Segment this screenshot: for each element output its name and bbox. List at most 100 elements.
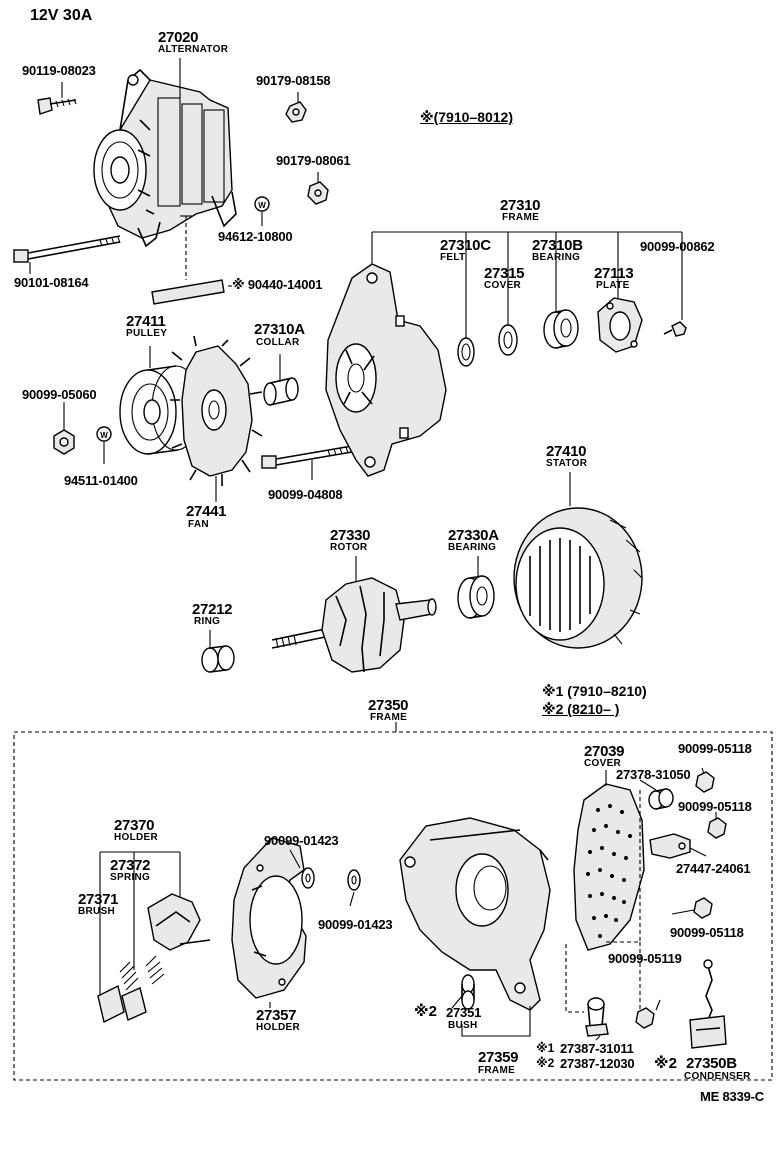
pulley-drawing [119, 365, 201, 455]
part-number-27371: 27371 [78, 891, 119, 908]
part-number-27387-31011: 27387-31011 [560, 1041, 634, 1056]
washer-90099-01423-b [347, 869, 361, 891]
part-name-holder-27357: HOLDER [256, 1022, 301, 1033]
mark-27387-31011: ※1 [536, 1041, 555, 1055]
cap-27378-31050 [648, 788, 674, 810]
part-number-27310c: 27310C [440, 237, 491, 254]
part-name-ring: RING [194, 616, 221, 627]
felt-drawing [457, 337, 475, 367]
mark-27351: ※2 [414, 1003, 437, 1020]
cover-27039-drawing [573, 783, 645, 951]
part-name-cover-27315: COVER [484, 280, 522, 291]
part-number-27350: 27350 [368, 697, 409, 714]
part-number-27441: 27441 [186, 503, 227, 520]
part-number-90099-01423-b: 90099-01423 [318, 917, 393, 932]
front-frame-drawing [325, 263, 447, 477]
part-name-alternator: ALTERNATOR [158, 44, 229, 55]
range-note-main: ※(7910–8012) [420, 109, 514, 125]
mark-27387-12030: ※2 [536, 1056, 555, 1070]
part-name-bearing-27330a: BEARING [448, 542, 497, 553]
part-name-condenser: CONDENSER [684, 1071, 751, 1082]
bush-drawing [461, 974, 475, 1010]
part-number-94511-01400: 94511-01400 [64, 473, 138, 488]
part-number-27447-24061: 27447-24061 [676, 861, 751, 876]
diagram-code: ME 8339-C [700, 1089, 764, 1104]
fan-drawing [170, 335, 263, 486]
part-number-90099-05118-b: 90099-05118 [678, 799, 752, 814]
svg-text:W: W [100, 431, 108, 440]
part-name-rotor: ROTOR [330, 542, 368, 553]
part-name-pulley: PULLEY [126, 328, 168, 339]
terminal-bolt-27387 [585, 997, 609, 1037]
part-number-90440-14001: ※ 90440-14001 [232, 277, 323, 292]
part-name-brush: BRUSH [78, 906, 116, 917]
bolt-90119-08023 [37, 97, 77, 115]
part-name-felt: FELT [440, 252, 466, 263]
rotor-drawing [271, 577, 437, 673]
part-number-90099-05118-a: 90099-05118 [678, 741, 752, 756]
part-number-27359: 27359 [478, 1049, 519, 1066]
part-number-90099-00862: 90099-00862 [640, 239, 715, 254]
part-number-27372: 27372 [110, 857, 151, 874]
part-number-27315: 27315 [484, 265, 525, 282]
rear-frame-drawing [399, 817, 551, 1011]
part-number-90119-08023: 90119-08023 [22, 63, 96, 78]
part-number-90099-05060: 90099-05060 [22, 387, 97, 402]
washer-90099-01423-a [301, 867, 315, 889]
group-box-27350 [13, 731, 773, 1081]
part-number-90101-08164: 90101-08164 [14, 275, 89, 290]
part-name-frame-27310: FRAME [502, 212, 540, 223]
washer-94612-10800 [254, 196, 270, 212]
part-name-stator: STATOR [546, 458, 588, 469]
part-number-27039: 27039 [584, 743, 625, 760]
range-note-1: ※1 (7910–8210) [542, 683, 647, 699]
bearing-27310b-drawing [543, 309, 579, 349]
bearing-27330a-drawing [457, 575, 495, 619]
leader-lines-upper [29, 58, 683, 648]
cover-drawing [498, 324, 518, 356]
nut-90099-05118-a [695, 771, 715, 793]
bolt-90099-04808 [261, 445, 353, 469]
washer-94511-01400 [96, 426, 112, 442]
part-number-27310a: 27310A [254, 321, 305, 338]
part-number-27310: 27310 [500, 197, 541, 214]
part-number-27330a: 27330A [448, 527, 499, 544]
part-number-27370: 27370 [114, 817, 155, 834]
part-number-27387-12030: 27387-12030 [560, 1056, 635, 1071]
part-name-plate: PLATE [596, 280, 630, 291]
stator-drawing [513, 507, 643, 649]
ring-drawing [201, 645, 235, 673]
condenser-drawing [689, 959, 727, 1049]
part-name-spring: SPRING [110, 872, 151, 883]
alternator-drawing [93, 68, 237, 248]
part-number-90099-04808: 90099-04808 [268, 487, 343, 502]
nut-90099-05118-c [693, 897, 713, 919]
screw-90099-00862 [663, 321, 687, 337]
part-number-27350b: 27350B [686, 1055, 737, 1072]
long-bolt-90101-08164 [13, 235, 121, 263]
part-number-27411: 27411 [126, 313, 166, 330]
brush-holder-group-drawing [97, 851, 211, 1024]
part-name-bearing-27310b: BEARING [532, 252, 581, 263]
holder-plate-drawing [231, 837, 307, 999]
part-number-94612-10800: 94612-10800 [218, 229, 293, 244]
part-number-90179-08158: 90179-08158 [256, 73, 331, 88]
part-number-27330: 27330 [330, 527, 371, 544]
part-name-fan: FAN [188, 519, 209, 530]
part-number-27113: 27113 [594, 265, 634, 282]
mark-27350b: ※2 [654, 1055, 677, 1072]
part-number-90099-05118-c: 90099-05118 [670, 925, 744, 940]
part-name-bush: BUSH [448, 1020, 478, 1031]
part-name-collar: COLLAR [256, 337, 300, 348]
part-number-27020: 27020 [158, 29, 199, 46]
range-note-2: ※2 (8210– ) [542, 701, 620, 717]
leader-lines-lower [269, 767, 717, 1041]
collar-drawing [263, 377, 299, 406]
spec-header: 12V 30A [30, 7, 93, 24]
bracket-27447-24061 [649, 833, 691, 859]
part-name-frame-27359: FRAME [478, 1065, 516, 1076]
part-number-27410: 27410 [546, 443, 587, 460]
nut-90099-05118-b [707, 817, 727, 839]
svg-text:W: W [258, 201, 266, 210]
